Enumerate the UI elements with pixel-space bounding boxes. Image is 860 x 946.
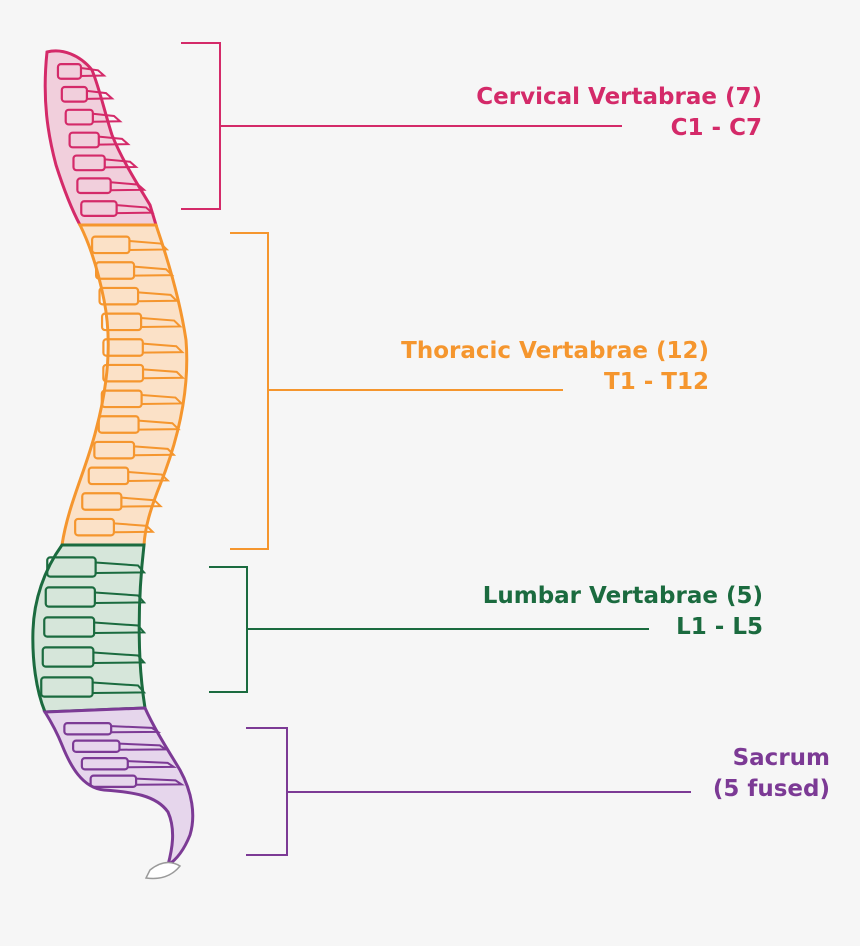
thoracic-vertebra-process [142, 368, 186, 380]
thoracic-vertebra-process [129, 239, 170, 251]
cervical-vertebra [80, 200, 118, 217]
thoracic-vertebra [74, 517, 115, 537]
thoracic-title: Thoracic Vertabrae (12) [401, 338, 709, 364]
cervical-spine-segment [43, 49, 159, 227]
thoracic-vertebra [97, 415, 140, 434]
lumbar-vertebra [40, 676, 94, 698]
thoracic-bracket [230, 232, 563, 550]
thoracic-label: Thoracic Vertabrae (12) T1 - T12 [401, 336, 709, 398]
lumbar-vertebra [43, 616, 96, 638]
lumbar-vertebra-process [94, 621, 147, 634]
sacrum-vertebra [72, 739, 121, 753]
sacrum-label: Sacrum (5 fused) [713, 743, 830, 805]
cervical-vertebra-process [86, 89, 115, 100]
thoracic-vertebra [102, 338, 144, 357]
lumbar-vertebra-process [93, 651, 147, 664]
thoracic-range: T1 - T12 [604, 369, 709, 395]
lumbar-vertebra-process [92, 681, 147, 694]
thoracic-vertebra-process [141, 393, 184, 405]
sacrum-range: (5 fused) [712, 776, 830, 802]
cervical-title: Cervical Vertabrae (7) [476, 84, 762, 110]
thoracic-vertebra-process [138, 291, 180, 303]
thoracic-vertebra [87, 466, 130, 486]
lumbar-vertebra [46, 556, 97, 578]
sacrum-vertebra-process [127, 760, 177, 769]
thoracic-vertebra-process [142, 342, 185, 354]
cervical-range: C1 - C7 [670, 115, 762, 141]
thoracic-vertebra [100, 389, 143, 409]
lumbar-vertebra [41, 646, 95, 668]
thoracic-vertebra-process [113, 522, 156, 534]
lumbar-vertebra [44, 586, 96, 608]
cervical-vertebra [60, 85, 89, 103]
lumbar-label: Lumbar Vertabrae (5) L1 - L5 [483, 581, 763, 643]
sacrum-bracket [246, 727, 691, 856]
sacrum-vertebra [63, 722, 113, 736]
cervical-vertebra-process [116, 204, 155, 215]
sacrum-vertebra [80, 757, 129, 771]
sacrum-vertebra-process [119, 742, 170, 751]
lumbar-bracket [209, 566, 649, 693]
thoracic-vertebra-process [128, 470, 171, 482]
cervical-vertebra [56, 63, 83, 80]
cervical-vertebra-process [104, 158, 139, 169]
thoracic-vertebra [98, 286, 140, 306]
lumbar-vertebra-process [95, 561, 147, 574]
coccyx-tip [144, 861, 182, 880]
sacrum-vertebra [89, 774, 138, 788]
sacrum-vertebra-process [111, 725, 162, 734]
region-brackets [181, 42, 691, 856]
thoracic-vertebra [102, 363, 145, 383]
thoracic-vertebra [95, 261, 136, 280]
sacrum-title: Sacrum [732, 745, 830, 771]
sacrum-vertebra-process [136, 777, 185, 786]
vertebra-details [40, 63, 186, 788]
cervical-vertebra-process [110, 181, 147, 192]
thoracic-vertebra-process [141, 316, 183, 328]
thoracic-vertebra-process [133, 445, 177, 457]
thoracic-vertebra-process [138, 419, 181, 431]
cervical-vertebra-process [98, 135, 131, 146]
thoracic-vertebra-process [121, 496, 163, 508]
lumbar-range: L1 - L5 [676, 614, 763, 640]
lumbar-title: Lumbar Vertabrae (5) [482, 583, 763, 609]
lumbar-spine-segment [31, 543, 147, 714]
thoracic-vertebra [81, 492, 123, 511]
cervical-label: Cervical Vertabrae (7) C1 - C7 [476, 82, 762, 144]
cervical-vertebra [64, 108, 94, 126]
lumbar-vertebra-process [94, 591, 147, 604]
cervical-vertebra [76, 177, 112, 195]
cervical-vertebra [68, 131, 100, 149]
thoracic-vertebra [100, 312, 143, 332]
cervical-vertebra-process [80, 67, 107, 77]
thoracic-vertebra [91, 235, 131, 255]
cervical-bracket [181, 42, 622, 210]
cervical-vertebra [72, 154, 106, 172]
thoracic-vertebra [93, 440, 136, 460]
thoracic-vertebra-process [133, 265, 175, 277]
cervical-vertebra-process [92, 112, 123, 123]
